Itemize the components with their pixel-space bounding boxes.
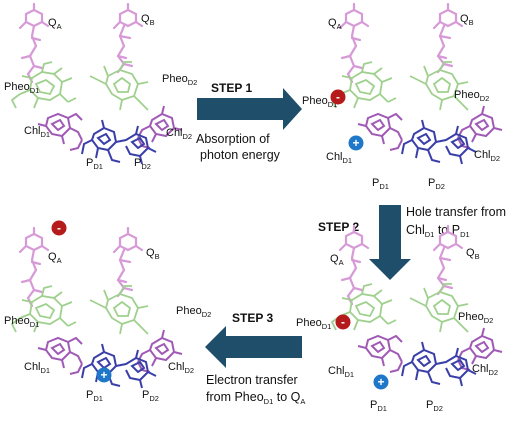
label-chl-d1-3: ChlD1	[328, 365, 354, 379]
label-qa-4: QA	[48, 251, 62, 265]
label-chl-d2-3: ChlD2	[472, 363, 498, 377]
label-qb-3: QB	[466, 247, 480, 261]
label-pheo-d1-3: PheoD1	[296, 317, 331, 331]
step2-caption-line1: Hole transfer from	[406, 205, 506, 219]
electron-badge-pheo-d1: -	[330, 89, 346, 105]
molecule-cluster-step2	[332, 226, 502, 386]
label-pheo-d1-4: PheoD1	[4, 315, 39, 329]
label-qa-2: QA	[328, 17, 342, 31]
svg-text:-: -	[336, 90, 340, 104]
svg-text:+: +	[352, 136, 359, 150]
label-pheo-d2-4: PheoD2	[176, 305, 211, 319]
step1-caption-line2: photon energy	[200, 148, 281, 162]
svg-text:+: +	[100, 368, 107, 382]
label-pheo-d1-2: PheoD1	[302, 95, 337, 109]
label-p-d2-4: PD2	[142, 389, 159, 403]
label-qa-1: QA	[48, 17, 62, 31]
label-chl-d2-1: ChlD2	[166, 127, 192, 141]
label-p-d1-3: PD1	[370, 399, 387, 413]
label-p-d2-3: PD2	[426, 399, 443, 413]
label-p-d1-4: PD1	[86, 389, 103, 403]
molecule-cluster-initial	[12, 4, 182, 164]
hole-badge-p-d1-step2: +	[373, 374, 389, 390]
label-qb-2: QB	[460, 13, 474, 27]
label-chl-d1-2: ChlD1	[326, 151, 352, 165]
step2-title: STEP 2	[318, 220, 359, 234]
label-p-d2-1: PD2	[134, 157, 151, 171]
label-qa-3: QA	[330, 253, 344, 267]
step3-caption-line2: from PheoD1 to QA	[206, 390, 305, 406]
label-pheo-d2-2: PheoD2	[454, 89, 489, 103]
step3-arrow	[205, 326, 302, 368]
label-qb-4: QB	[146, 247, 160, 261]
panel-initial	[12, 4, 182, 164]
hole-badge-p-d1-final: +	[96, 367, 112, 383]
step2-arrow	[369, 205, 411, 280]
svg-text:-: -	[57, 221, 61, 235]
electron-badge-pheo-d1-step2: -	[335, 314, 351, 330]
label-chl-d1-1: ChlD1	[24, 125, 50, 139]
label-pheo-d2-1: PheoD2	[162, 73, 197, 87]
label-qb-1: QB	[141, 13, 155, 27]
label-pheo-d1-1: PheoD1	[4, 81, 39, 95]
step3-title: STEP 3	[232, 311, 273, 325]
step1-title: STEP 1	[211, 81, 252, 95]
svg-text:+: +	[377, 375, 384, 389]
electron-badge-qa: -	[51, 220, 67, 236]
panel-after-step2	[332, 226, 502, 386]
hole-badge-chl-d1: +	[348, 135, 364, 151]
step3-caption-line1: Electron transfer	[206, 373, 298, 387]
step1-caption-line1: Absorption of	[196, 132, 270, 146]
label-p-d1-2: PD1	[372, 177, 389, 191]
label-chl-d2-2: ChlD2	[474, 149, 500, 163]
svg-text:-: -	[341, 315, 345, 329]
step1-arrow	[197, 88, 302, 130]
label-pheo-d2-3: PheoD2	[458, 311, 493, 325]
step2-caption-line2: ChlD1 to PD1	[406, 223, 470, 239]
label-chl-d1-4: ChlD1	[24, 361, 50, 375]
label-p-d1-1: PD1	[86, 157, 103, 171]
label-chl-d2-4: ChlD2	[168, 361, 194, 375]
label-p-d2-2: PD2	[428, 177, 445, 191]
